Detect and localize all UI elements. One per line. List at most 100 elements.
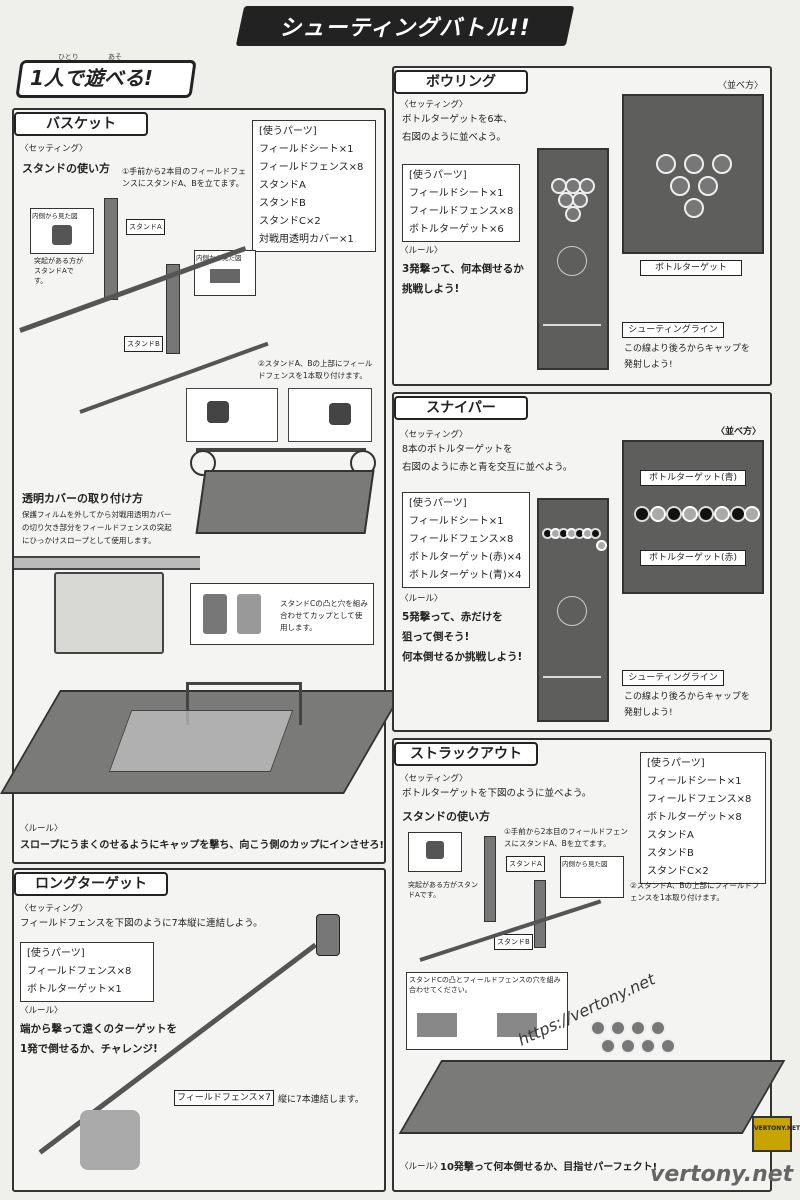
bowling-tab: ボウリング [394,70,528,94]
basket-rule-label: 〈ルール〉 [20,824,63,834]
sniper-parts-list: [使うパーツ] フィールドシート×1 フィールドフェンス×8 ボトルターゲット(… [402,492,530,588]
sniper-red-label: ボトルターゲット(赤) [640,550,746,566]
part-item: スタンドB [647,848,694,859]
parts-header: [使うパーツ] [409,170,467,181]
bowling-shooting-line: シューティングライン [622,322,724,338]
part-item: スタンドA [647,830,694,841]
part-item: ボトルターゲット×1 [27,984,122,995]
sniper-layout-zoom [622,440,764,594]
basket-stand-usage: スタンドの使い方 [22,162,110,175]
struck-inside-view-label: 内側から見た図 [562,860,608,868]
bowling-layout-label: 〈並べ方〉 [718,81,764,91]
page-title: シューティングバトル!! [279,16,531,41]
bottle-target [684,154,704,174]
inside-view-label: 内側から見た図 [32,212,78,220]
stand-a-image [104,198,118,300]
bowling-layout-zoom [622,94,764,254]
bowling-setting-2: 右図のように並べよう。 [402,132,506,143]
detail-right [288,388,372,442]
part-item: ボトルターゲット(青)×4 [409,570,522,581]
long-fence-note: 縦に7本連結します。 [278,1095,364,1105]
sniper-rule-label: 〈ルール〉 [400,594,443,604]
stand-c-box [190,583,374,645]
cover-text: 保護フィルムを外してから対戦用透明カバーの切り欠き部分をフィールドフェンスの突起… [22,510,172,545]
solo-ruby-1: ひとり [58,53,79,61]
struck-out-parts-list: [使うパーツ] フィールドシート×1 フィールドフェンス×8 ボトルターゲット×… [640,752,766,884]
bottle-target [630,1020,646,1036]
solo-title: 1人で遊べる! [30,66,154,90]
sniper-setting-label: 〈セッティング〉 [400,430,468,440]
bowling-line-note-2: 発射しよう! [624,360,673,370]
basket-step1: ①手前から2本目のフィールドフェンスにスタンドA、Bを立てます。 [122,167,247,188]
cover-title: 透明カバーの取り付け方 [22,492,143,505]
bowling-rule-1: 3発撃って、何本倒せるか [402,263,524,275]
struck-stand-b-image [534,880,546,948]
part-item: フィールドフェンス×8 [259,162,364,173]
sniper-rule-1: 5発撃って、赤だけを [402,611,503,623]
bottle-target [572,192,588,208]
bottle-target [684,198,704,218]
bowling-setting-1: ボトルターゲットを6本、 [402,114,513,125]
part-item: スタンドC×2 [647,866,709,877]
struck-stand-c-box: スタンドCの凸とフィールドフェンスの穴を組み合わせてください。 [406,972,568,1050]
stand-a-label: スタンドA [126,219,165,235]
center-circle [557,596,587,626]
parts-header: [使うパーツ] [647,758,705,769]
bowling-bottle-label: ボトルターゲット [640,260,742,276]
parts-header: [使うパーツ] [259,126,317,137]
basket-step2: ②スタンドA、Bの上部にフィールドフェンスを1本取り付けます。 [258,359,373,380]
long-target-setting: フィールドフェンスを下図のように7本縦に連結しよう。 [20,918,263,929]
long-bottle-target [316,914,340,956]
struck-stand-a-label: スタンドA [506,856,545,872]
part-item: ボトルターゲット(赤)×4 [409,552,522,563]
part-item: スタンドC×2 [259,216,321,227]
long-target-setting-label: 〈セッティング〉 [20,904,88,914]
long-target-tab: ロングターゲット [14,872,168,896]
sniper-line-note-1: この線より後ろからキャップを [624,692,750,702]
bottle-target [712,154,732,174]
bottle-target [650,1020,666,1036]
stand-b-label: スタンドB [124,336,163,352]
sniper-shooting-line: シューティングライン [622,670,724,686]
fence-bar [196,448,366,472]
bottle-red [666,506,682,522]
struck-out-stand-usage: スタンドの使い方 [402,810,490,823]
long-target-rule-label: 〈ルール〉 [20,1006,63,1016]
shooting-line-mark [543,676,601,678]
stand-b-image [166,264,180,354]
sniper-field [537,498,609,722]
struck-rule-label: 〈ルール〉 [400,1162,443,1172]
basket-rule: スロープにうまくのせるようにキャップを撃ち、向こう側のカップにインさせろ! [20,840,384,851]
sniper-setting-2: 右図のように赤と青を交互に並べよう。 [402,462,573,473]
part-item: フィールドフェンス×8 [647,794,752,805]
bottle-target [698,176,718,196]
sniper-layout-label: 〈並べ方〉 [716,427,762,437]
struck-inside-view: 内側から見た図 [560,856,624,898]
struck-out-tab: ストラックアウト [394,742,538,766]
inside-view-illustration: 内側から見た図 [30,208,94,254]
long-target-rule-1: 端から撃って遠くのターゲットを [20,1023,177,1035]
bottle-target [610,1020,626,1036]
long-target-parts-list: [使うパーツ] フィールドフェンス×8 ボトルターゲット×1 [20,942,154,1002]
bottle-target [590,1020,606,1036]
parts-header: [使うパーツ] [27,948,85,959]
basket-tab: バスケット [14,112,148,136]
part-item: スタンドB [259,198,306,209]
bottle-blue [596,540,607,551]
part-item: ボトルターゲット×8 [647,812,742,823]
sniper-blue-label: ボトルターゲット(青) [640,470,746,486]
bowling-setting-label: 〈セッティング〉 [400,100,468,110]
sniper-tab: スナイパー [394,396,528,420]
struck-stand-view [408,832,462,872]
long-target-rule-2: 1発で倒せるか、チャレンジ! [20,1043,158,1055]
bottle-red [698,506,714,522]
basket-setting-label: 〈セッティング〉 [20,144,88,154]
bowling-line-note-1: この線より後ろからキャップを [624,344,750,354]
struck-out-setting: ボトルターゲットを下図のように並べよう。 [402,788,592,799]
watermark-badge: VERTONY.NET [752,1116,800,1152]
struck-out-setting-label: 〈セッティング〉 [400,774,468,784]
bottle-target [600,1038,616,1054]
stand-c-note: スタンドCの凸と穴を組み合わせてカップとして使用します。 [280,599,368,632]
struck-stand-a-image [484,836,496,922]
bowling-parts-list: [使うパーツ] フィールドシート×1 フィールドフェンス×8 ボトルターゲット×… [402,164,520,242]
